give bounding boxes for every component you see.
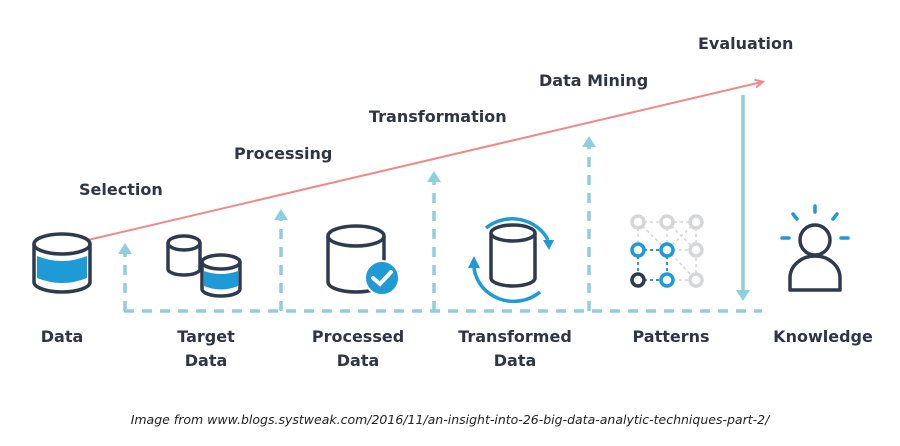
person-idea-icon (780, 204, 850, 292)
step-label-selection: Selection (79, 180, 163, 199)
trend-arrow (87, 82, 762, 241)
image-caption: Image from www.blogs.systweak.com/2016/1… (130, 412, 770, 427)
transformation-arrow (427, 171, 441, 311)
pattern-grid-icon (630, 214, 704, 288)
step-label-data-mining: Data Mining (539, 71, 648, 90)
selection-arrow (118, 243, 132, 311)
step-label-processing: Processing (234, 144, 332, 163)
database-check-icon (326, 224, 400, 296)
data-mining-arrow (582, 136, 596, 311)
node-label-knowledge: Knowledge (773, 327, 873, 346)
database-icon (32, 232, 92, 294)
node-label-patterns: Patterns (632, 327, 709, 346)
database-cycle-icon (468, 217, 554, 304)
database-subset-icon (166, 234, 242, 298)
processing-arrow (274, 209, 288, 311)
evaluation-arrow (736, 95, 750, 301)
node-label-data: Data (41, 327, 84, 346)
step-label-evaluation: Evaluation (698, 34, 793, 53)
step-label-transformation: Transformation (369, 107, 507, 126)
